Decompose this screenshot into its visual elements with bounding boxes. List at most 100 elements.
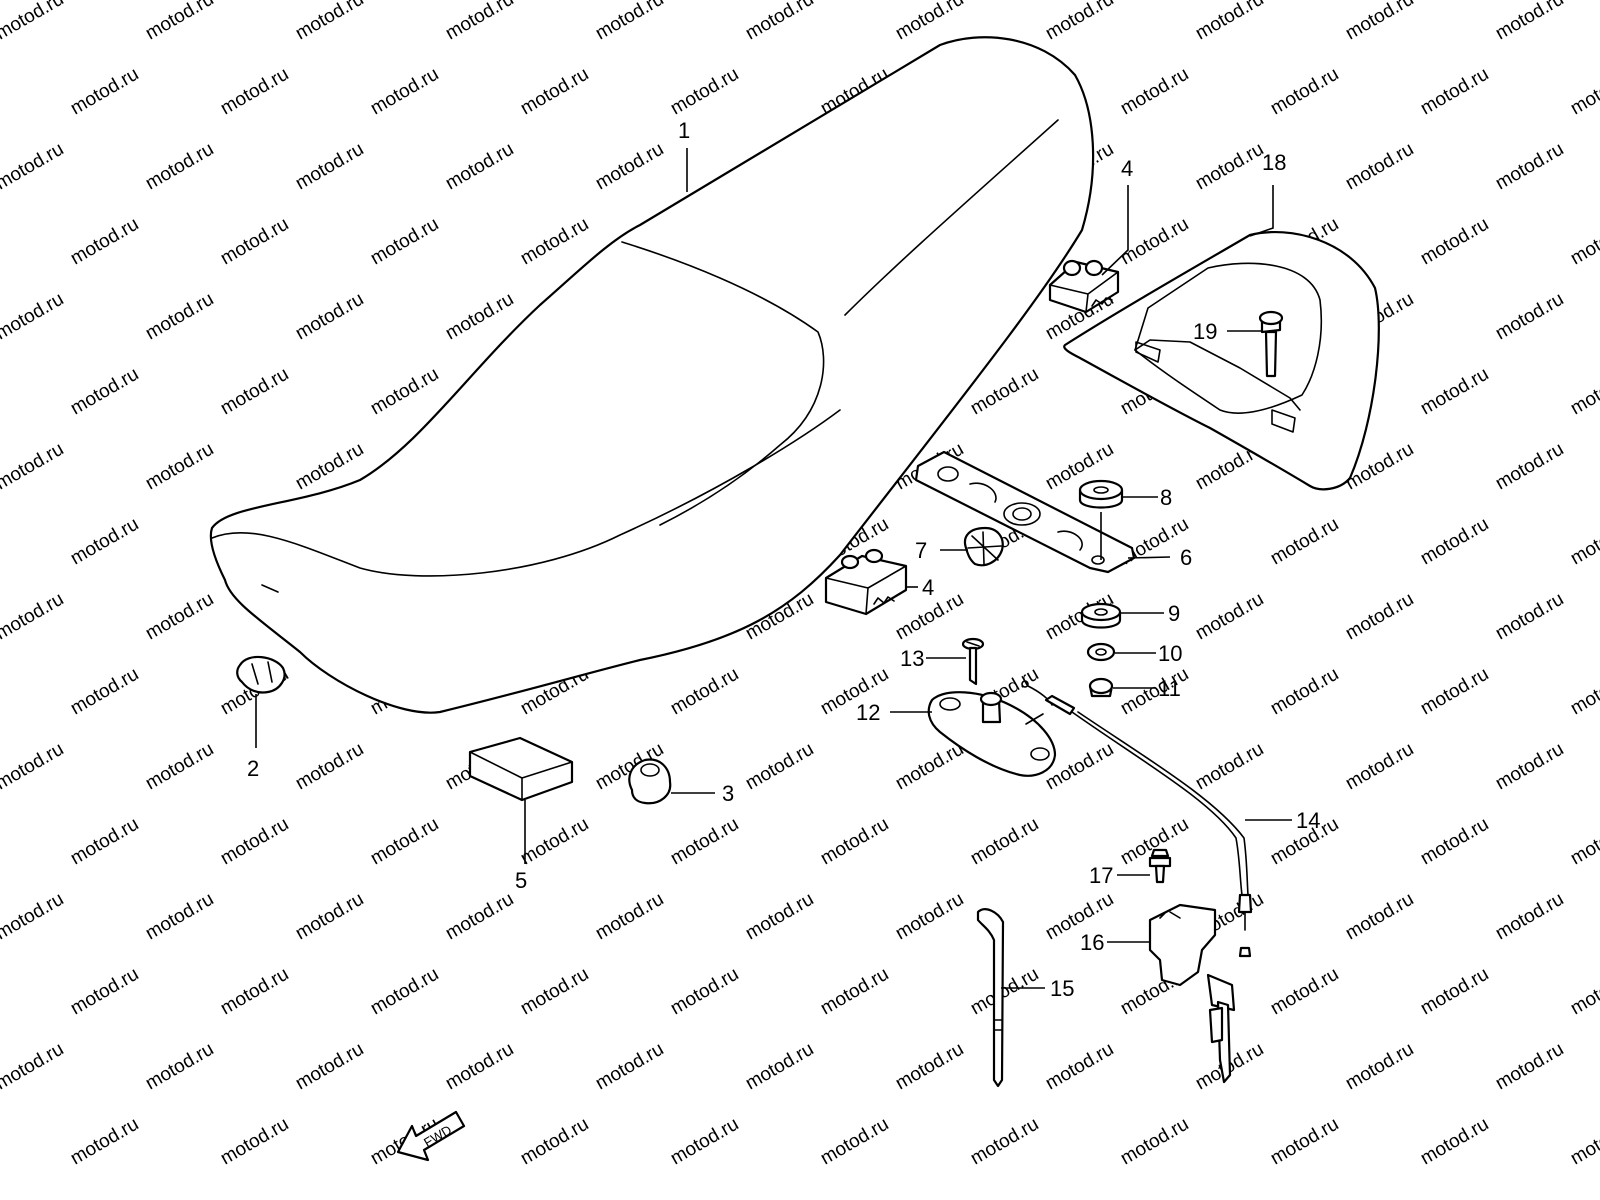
watermark-text: motod.ru: [217, 64, 292, 120]
watermark-text: motod.ru: [517, 814, 592, 870]
watermark-text: motod.ru: [1492, 589, 1567, 645]
watermark-text: motod.ru: [142, 0, 217, 44]
watermark-text: motod.ru: [1567, 214, 1600, 270]
watermark-text: motod.ru: [142, 139, 217, 195]
watermark-text: motod.ru: [1567, 1114, 1600, 1170]
watermark-text: motod.ru: [1267, 964, 1342, 1020]
watermark-text: motod.ru: [367, 214, 442, 270]
watermark-text: motod.ru: [1417, 664, 1492, 720]
watermark-text: motod.ru: [0, 139, 67, 195]
pad-part-5[interactable]: [468, 736, 574, 802]
watermark-text: motod.ru: [1492, 439, 1567, 495]
watermark-text: motod.ru: [0, 589, 67, 645]
watermark-text: motod.ru: [1267, 514, 1342, 570]
watermark-text: motod.ru: [1567, 964, 1600, 1020]
watermark-text: motod.ru: [67, 364, 142, 420]
watermark-text: motod.ru: [1417, 814, 1492, 870]
watermark-text: motod.ru: [0, 739, 67, 795]
watermark-text: motod.ru: [442, 139, 517, 195]
watermark-text: motod.ru: [217, 364, 292, 420]
watermark-text: motod.ru: [517, 214, 592, 270]
watermark-text: motod.ru: [1042, 0, 1117, 44]
callout-9: 9: [1168, 601, 1180, 626]
watermark-text: motod.ru: [217, 964, 292, 1020]
watermark-text: motod.ru: [967, 814, 1042, 870]
watermark-text: motod.ru: [667, 1114, 742, 1170]
watermark-text: motod.ru: [292, 1039, 367, 1095]
bracket-part-6[interactable]: [914, 450, 1136, 574]
nut-part-11[interactable]: [1088, 677, 1114, 698]
watermark-text: motod.ru: [217, 814, 292, 870]
watermark-text: motod.ru: [1267, 1114, 1342, 1170]
watermark-text: motod.ru: [1567, 64, 1600, 120]
clip-part-2[interactable]: [236, 655, 286, 694]
watermark-text: motod.ru: [367, 814, 442, 870]
watermark-text: motod.ru: [1117, 64, 1192, 120]
rear-cover-part-18[interactable]: [1063, 231, 1380, 491]
callout-labels: 1 2 3 4 4 5 6 7 8 9 10 11 12 13 14 15 16…: [247, 118, 1320, 1001]
callout-7: 7: [915, 538, 927, 563]
watermark-text: motod.ru: [1342, 1039, 1417, 1095]
watermark-text: motod.ru: [517, 64, 592, 120]
watermark-text: motod.ru: [292, 739, 367, 795]
grommet-part-7[interactable]: [963, 526, 1004, 567]
watermark-text: motod.ru: [0, 0, 67, 44]
strap-part-15[interactable]: [976, 908, 1005, 1088]
watermark-text: motod.ru: [742, 1039, 817, 1095]
watermark-text: motod.ru: [817, 1114, 892, 1170]
bolt-part-19[interactable]: [1258, 310, 1284, 378]
watermark-text: motod.ru: [667, 64, 742, 120]
watermark-text: motod.ru: [142, 589, 217, 645]
watermark-text: motod.ru: [0, 289, 67, 345]
watermark-text: motod.ru: [742, 0, 817, 44]
callout-17: 17: [1089, 863, 1113, 888]
watermark-text: motod.ru: [67, 964, 142, 1020]
seat-lock-part-12[interactable]: [927, 691, 1057, 777]
callout-13: 13: [900, 646, 924, 671]
watermark-text: motod.ru: [67, 814, 142, 870]
bolt-part-17[interactable]: [1148, 848, 1172, 884]
watermark-text: motod.ru: [442, 889, 517, 945]
watermark-text: motod.ru: [67, 1114, 142, 1170]
cable-part-14[interactable]: [1021, 680, 1253, 958]
callout-16: 16: [1080, 930, 1104, 955]
watermark-text: motod.ru: [217, 1114, 292, 1170]
watermark-text: motod.ru: [967, 1114, 1042, 1170]
watermark-text: motod.ru: [1492, 1039, 1567, 1095]
watermark-text: motod.ru: [1417, 1114, 1492, 1170]
watermark-text: motod.ru: [1192, 139, 1267, 195]
damper-part-4-upper[interactable]: [1048, 259, 1120, 314]
callout-4-lower: 4: [922, 575, 934, 600]
watermark-text: motod.ru: [592, 0, 667, 44]
washer-part-10[interactable]: [1086, 642, 1116, 662]
watermark-text: motod.ru: [1342, 139, 1417, 195]
watermark-text: motod.ru: [1417, 964, 1492, 1020]
damper-part-4-lower[interactable]: [824, 548, 908, 616]
watermark-text: motod.ru: [142, 889, 217, 945]
watermark-text: motod.ru: [292, 289, 367, 345]
watermark-text: motod.ru: [592, 889, 667, 945]
watermark-text: motod.ru: [1417, 64, 1492, 120]
collar-part-8[interactable]: [1078, 479, 1124, 509]
watermark-text: motod.ru: [892, 0, 967, 44]
watermark-text: motod.ru: [517, 1114, 592, 1170]
watermark-text: motod.ru: [1342, 889, 1417, 945]
watermark-text: motod.ru: [817, 814, 892, 870]
watermark-text: motod.ru: [1267, 664, 1342, 720]
watermark-text: motod.ru: [1492, 139, 1567, 195]
callout-18: 18: [1262, 150, 1286, 175]
watermark-text: motod.ru: [1417, 364, 1492, 420]
cap-nut-part-3[interactable]: [628, 758, 672, 805]
collar-part-9[interactable]: [1080, 602, 1122, 629]
lock-assembly-part-16[interactable]: [1148, 903, 1236, 1084]
callout-5: 5: [515, 868, 527, 893]
watermark-text: motod.ru: [892, 889, 967, 945]
watermark-text: motod.ru: [0, 1039, 67, 1095]
watermark-text: motod.ru: [367, 364, 442, 420]
watermark-text: motod.ru: [367, 64, 442, 120]
watermark-text: motod.ru: [892, 739, 967, 795]
watermark-text: motod.ru: [1567, 514, 1600, 570]
screw-part-13[interactable]: [961, 637, 985, 686]
seat-part-1[interactable]: [209, 36, 1095, 714]
leader-lines: [255, 148, 1292, 989]
